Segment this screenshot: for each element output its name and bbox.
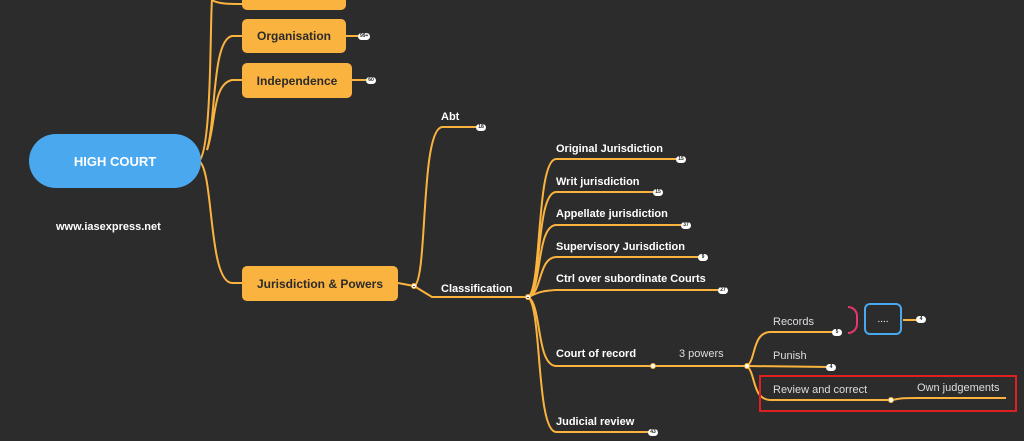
abt-badge: 18 — [476, 124, 486, 131]
topic-abt[interactable]: Abt — [441, 111, 460, 123]
node-independence[interactable]: Independence — [242, 63, 352, 98]
three-powers-dot[interactable] — [744, 363, 750, 369]
topic-appellate-jurisdiction[interactable]: Appellate jurisdiction — [556, 208, 668, 220]
summary-badge: 4 — [916, 316, 926, 323]
independence-badge: 60 — [366, 77, 376, 84]
ctrl-subordinate-badge: 27 — [718, 287, 728, 294]
topic-classification[interactable]: Classification — [441, 283, 513, 295]
court-of-record-dot[interactable] — [650, 363, 656, 369]
topic-original-jurisdiction[interactable]: Original Jurisdiction — [556, 143, 663, 155]
review-correct-dot[interactable] — [888, 397, 894, 403]
website-label: www.iasexpress.net — [56, 221, 161, 233]
writ-jurisdiction-badge: 15 — [653, 189, 663, 196]
topic-judicial-review[interactable]: Judicial review — [556, 416, 635, 428]
supervisory-jurisdiction-badge: 9 — [698, 254, 708, 261]
topic-own-judgements[interactable]: Own judgements — [917, 382, 1000, 394]
node-independence-label: Independence — [256, 73, 338, 88]
topic-review-and-correct[interactable]: Review and correct — [773, 384, 868, 396]
topic-records[interactable]: Records — [773, 316, 814, 328]
collapse-toggle-classification[interactable] — [525, 294, 531, 300]
collapse-toggle-jurisdiction[interactable] — [411, 283, 417, 289]
original-jurisdiction-badge: 15 — [676, 156, 686, 163]
topic-punish[interactable]: Punish — [773, 350, 807, 362]
judicial-review-badge: 43 — [648, 429, 658, 436]
summary-topic-label: .... — [877, 313, 889, 325]
hidden-top-node[interactable] — [242, 0, 346, 10]
topic-writ-jurisdiction[interactable]: Writ jurisdiction — [556, 176, 640, 188]
central-topic-label: HIGH COURT — [73, 153, 157, 169]
node-jurisdiction-powers[interactable]: Jurisdiction & Powers — [242, 266, 398, 301]
node-organisation[interactable]: Organisation — [242, 19, 346, 53]
node-jurisdiction-label: Jurisdiction & Powers — [256, 276, 384, 291]
topic-3-powers[interactable]: 3 powers — [679, 348, 724, 360]
node-organisation-label: Organisation — [256, 29, 331, 43]
highlight-box — [759, 375, 1017, 412]
organisation-badge: 99+ — [358, 33, 371, 40]
appellate-jurisdiction-badge: 37 — [681, 222, 691, 229]
topic-supervisory-jurisdiction[interactable]: Supervisory Jurisdiction — [556, 241, 685, 253]
central-topic-high-court[interactable]: HIGH COURT — [29, 134, 201, 188]
summary-topic[interactable]: .... — [864, 303, 902, 335]
topic-court-of-record[interactable]: Court of record — [556, 348, 637, 360]
records-badge: 5 — [832, 329, 842, 336]
punish-badge: 4 — [826, 364, 836, 371]
topic-ctrl-subordinate-courts[interactable]: Ctrl over subordinate Courts — [556, 273, 706, 285]
